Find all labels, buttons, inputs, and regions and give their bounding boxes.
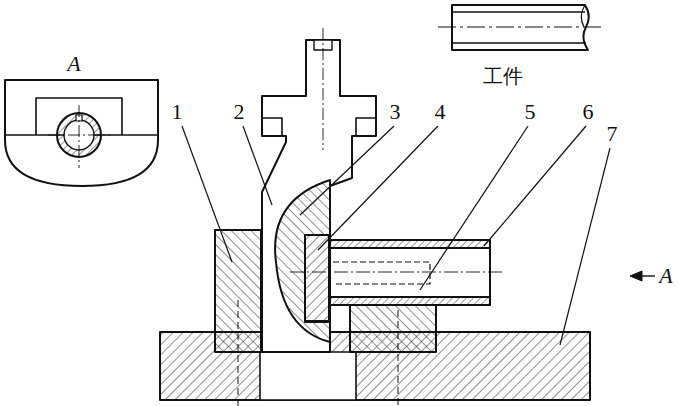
fixture-drawing [5, 5, 655, 406]
view-a [79, 105, 80, 168]
view-label: A [67, 53, 80, 75]
view-a [5, 80, 158, 186]
callout-number: 1 [172, 101, 183, 123]
leader-lines [420, 126, 528, 290]
screw-centerline [238, 300, 239, 406]
leader-lines [182, 126, 610, 345]
callout-number: 3 [390, 101, 401, 123]
callout-number: 7 [607, 123, 618, 145]
view-label: A [659, 265, 672, 287]
view-a [48, 135, 110, 136]
workpiece-tube [438, 5, 605, 50]
lower-support [350, 305, 436, 352]
callout-number: 2 [234, 101, 245, 123]
mandrel [329, 240, 490, 248]
leader-lines [318, 126, 438, 250]
mandrel [329, 297, 490, 305]
mandrel [333, 262, 430, 284]
clamp-body [262, 118, 376, 136]
callout-number: 4 [435, 101, 446, 123]
leader-lines [300, 126, 394, 215]
mandrel [290, 272, 505, 273]
spherical-washer [275, 180, 330, 342]
workpiece-tube [452, 42, 586, 43]
base-plate [260, 352, 356, 400]
mandrel [489, 240, 491, 305]
screw-centerline [398, 310, 399, 406]
end-plate [305, 235, 329, 321]
leader-lines [484, 126, 586, 246]
part-name: 工件 [483, 66, 523, 86]
view-arrow [630, 271, 642, 281]
leader-lines [243, 126, 272, 205]
mandrel [290, 240, 505, 305]
workpiece-tube [581, 5, 585, 27]
leader-lines [182, 126, 232, 262]
callout-number: 5 [525, 101, 536, 123]
leader-lines [560, 148, 610, 345]
callout-number: 6 [583, 101, 594, 123]
workpiece-tube [438, 27, 605, 28]
clamp-body [323, 28, 324, 150]
view-a [5, 80, 158, 186]
view-arrow [630, 271, 655, 281]
workpiece-tube [452, 11, 585, 12]
